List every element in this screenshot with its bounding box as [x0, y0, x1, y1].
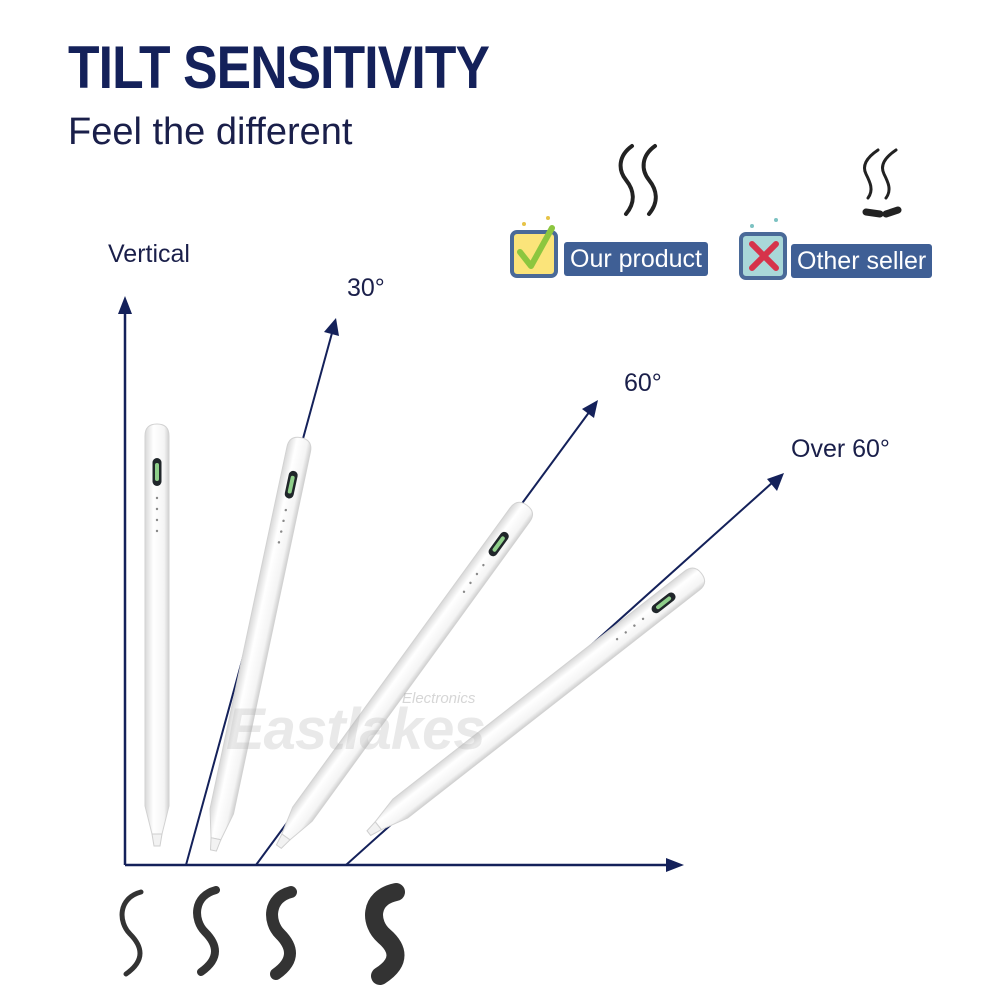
label-vertical: Vertical — [108, 240, 190, 268]
page-subtitle: Feel the different — [68, 111, 353, 153]
stroke-sample-medium — [193, 886, 220, 976]
smooth-line-icon — [618, 144, 658, 216]
stroke-sample-extra-thick — [365, 883, 405, 985]
stylus-over-60 — [360, 563, 710, 844]
arrow-30-icon — [324, 318, 339, 336]
label-30-degree: 30° — [347, 274, 385, 302]
label-60-degree: 60° — [624, 369, 662, 397]
stylus-vertical — [144, 423, 170, 847]
horizontal-arrow-icon — [666, 858, 684, 872]
arrow-60-icon — [582, 400, 598, 418]
stroke-sample-thin — [119, 889, 144, 977]
label-over-60-degree: Over 60° — [791, 435, 890, 463]
check-icon — [510, 216, 558, 278]
cross-icon — [739, 218, 787, 280]
stroke-samples — [119, 883, 405, 985]
stroke-sample-thick — [266, 886, 297, 980]
vertical-arrow-icon — [118, 296, 132, 314]
our-product-badge: Our product — [564, 242, 709, 276]
arrow-over-60-icon — [767, 473, 784, 491]
other-seller-badge: Other seller — [791, 244, 933, 278]
page-title: TILT SENSITIVITY — [68, 34, 490, 101]
stylus-30 — [201, 434, 314, 854]
jagged-line-icon — [862, 148, 902, 218]
